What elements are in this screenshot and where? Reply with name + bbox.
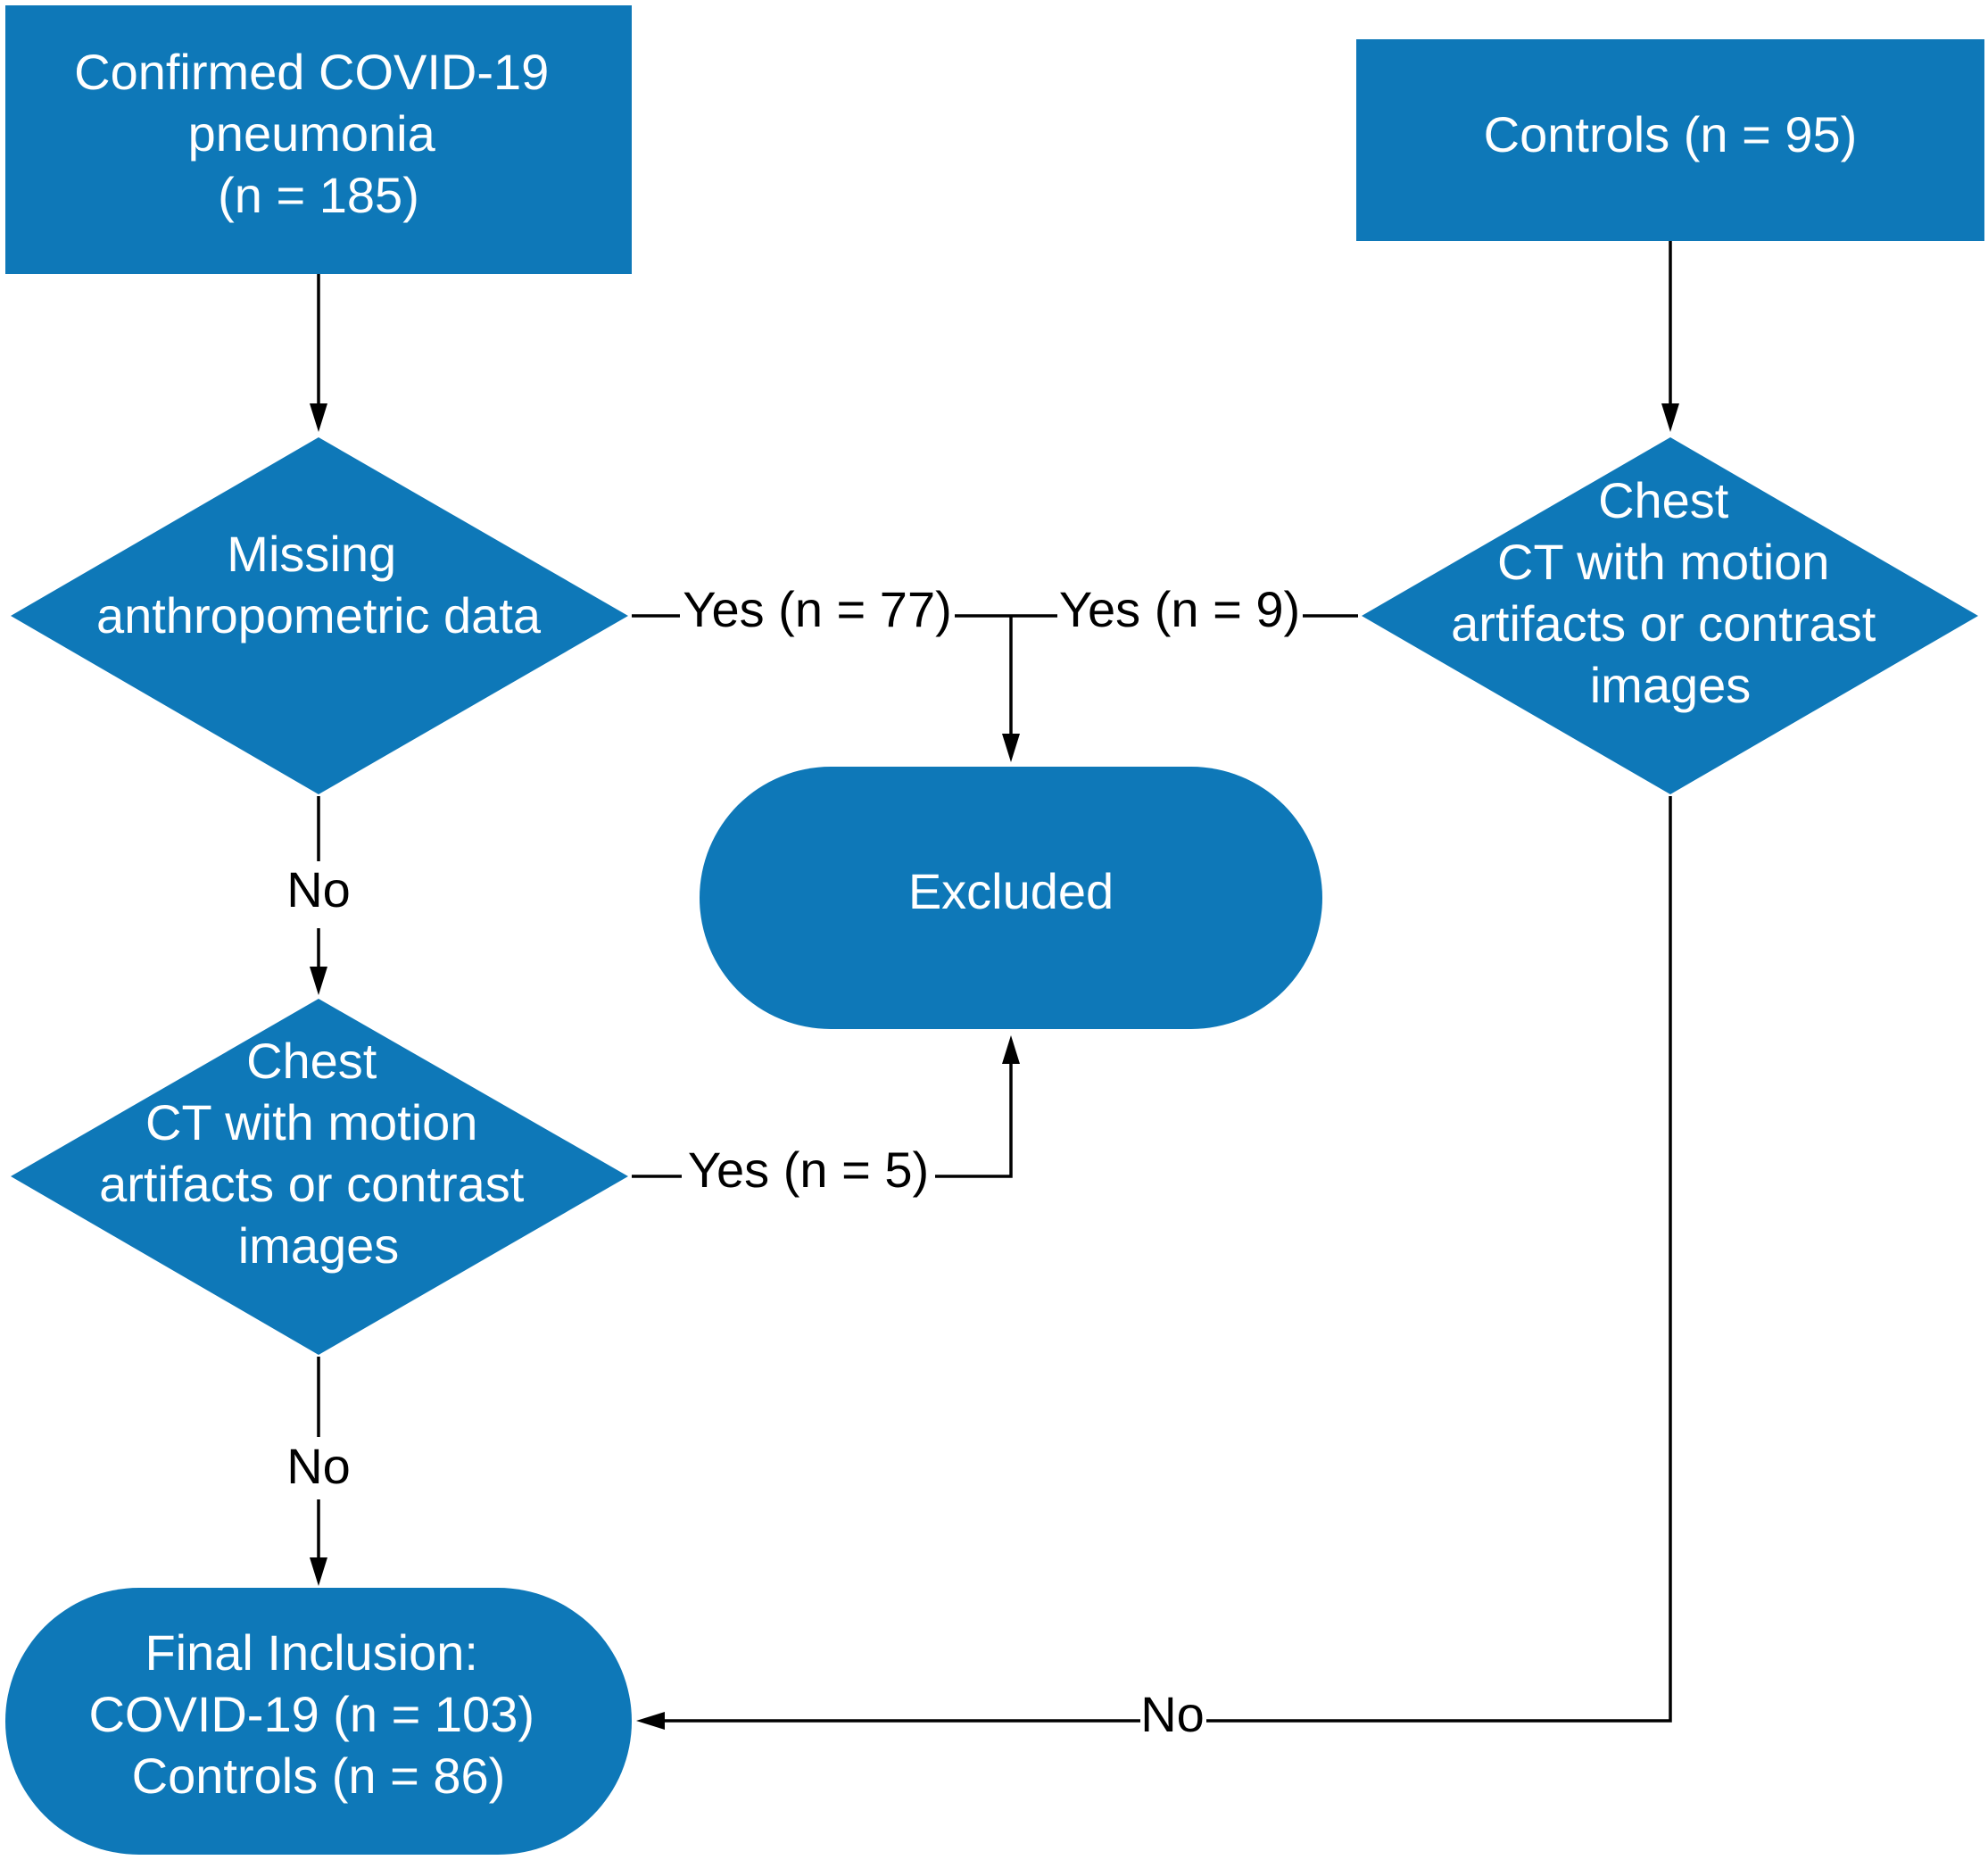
terminal-pill bbox=[5, 1588, 632, 1855]
arrowhead bbox=[1002, 734, 1020, 762]
arrowhead bbox=[1002, 1035, 1020, 1064]
decision-diamond bbox=[11, 999, 628, 1355]
arrowhead bbox=[310, 967, 327, 995]
connector-ct-right-no-right bbox=[1206, 796, 1672, 1723]
node-ct-right: Chest CT with motion artifacts or contra… bbox=[1362, 437, 1978, 794]
node-text: Chest CT with motion artifacts or contra… bbox=[1451, 472, 1890, 713]
node-final-inclusion: Final Inclusion: COVID-19 (n = 103) Cont… bbox=[5, 1588, 632, 1855]
node-controls: Controls (n = 95) bbox=[1356, 39, 1984, 241]
process-box bbox=[1356, 39, 1984, 241]
terminal-pill bbox=[700, 767, 1322, 1029]
decision-diamond bbox=[1362, 437, 1978, 794]
node-ct-left: Chest CT with motion artifacts or contra… bbox=[11, 999, 628, 1355]
node-text: Missing anthropometric data bbox=[96, 526, 542, 644]
node-text: Excluded bbox=[908, 863, 1114, 919]
process-box bbox=[5, 5, 632, 274]
node-text: Chest CT with motion artifacts or contra… bbox=[99, 1033, 538, 1274]
node-excluded: Excluded bbox=[700, 767, 1322, 1029]
connector-ct-left-yes-to-excluded bbox=[935, 1064, 1013, 1178]
edge-label-ct-right-no: No bbox=[1140, 1686, 1205, 1742]
node-text: Confirmed COVID-19 pneumonia (n = 185) bbox=[74, 44, 563, 223]
node-confirmed-covid: Confirmed COVID-19 pneumonia (n = 185) bbox=[5, 5, 632, 274]
arrowhead bbox=[310, 403, 327, 432]
edge-label-missing-no: No bbox=[286, 861, 351, 918]
arrowhead bbox=[1661, 403, 1679, 432]
edge-labels: Yes (n = 77) Yes (n = 9) No Yes (n = 5) … bbox=[286, 581, 1300, 1742]
arrowhead bbox=[636, 1712, 665, 1730]
decision-diamond bbox=[11, 437, 628, 794]
edge-label-ct-left-no: No bbox=[286, 1438, 351, 1494]
edge-label-ct-left-yes: Yes (n = 5) bbox=[688, 1142, 929, 1198]
arrowhead bbox=[310, 1557, 327, 1586]
node-text: Controls (n = 95) bbox=[1484, 106, 1858, 162]
edge-label-missing-yes: Yes (n = 77) bbox=[683, 581, 951, 637]
connectors bbox=[310, 241, 1679, 1730]
edge-label-ct-right-yes: Yes (n = 9) bbox=[1059, 581, 1300, 637]
node-missing-anthropometric: Missing anthropometric data bbox=[11, 437, 628, 794]
node-text: Final Inclusion: COVID-19 (n = 103) Cont… bbox=[88, 1624, 548, 1804]
